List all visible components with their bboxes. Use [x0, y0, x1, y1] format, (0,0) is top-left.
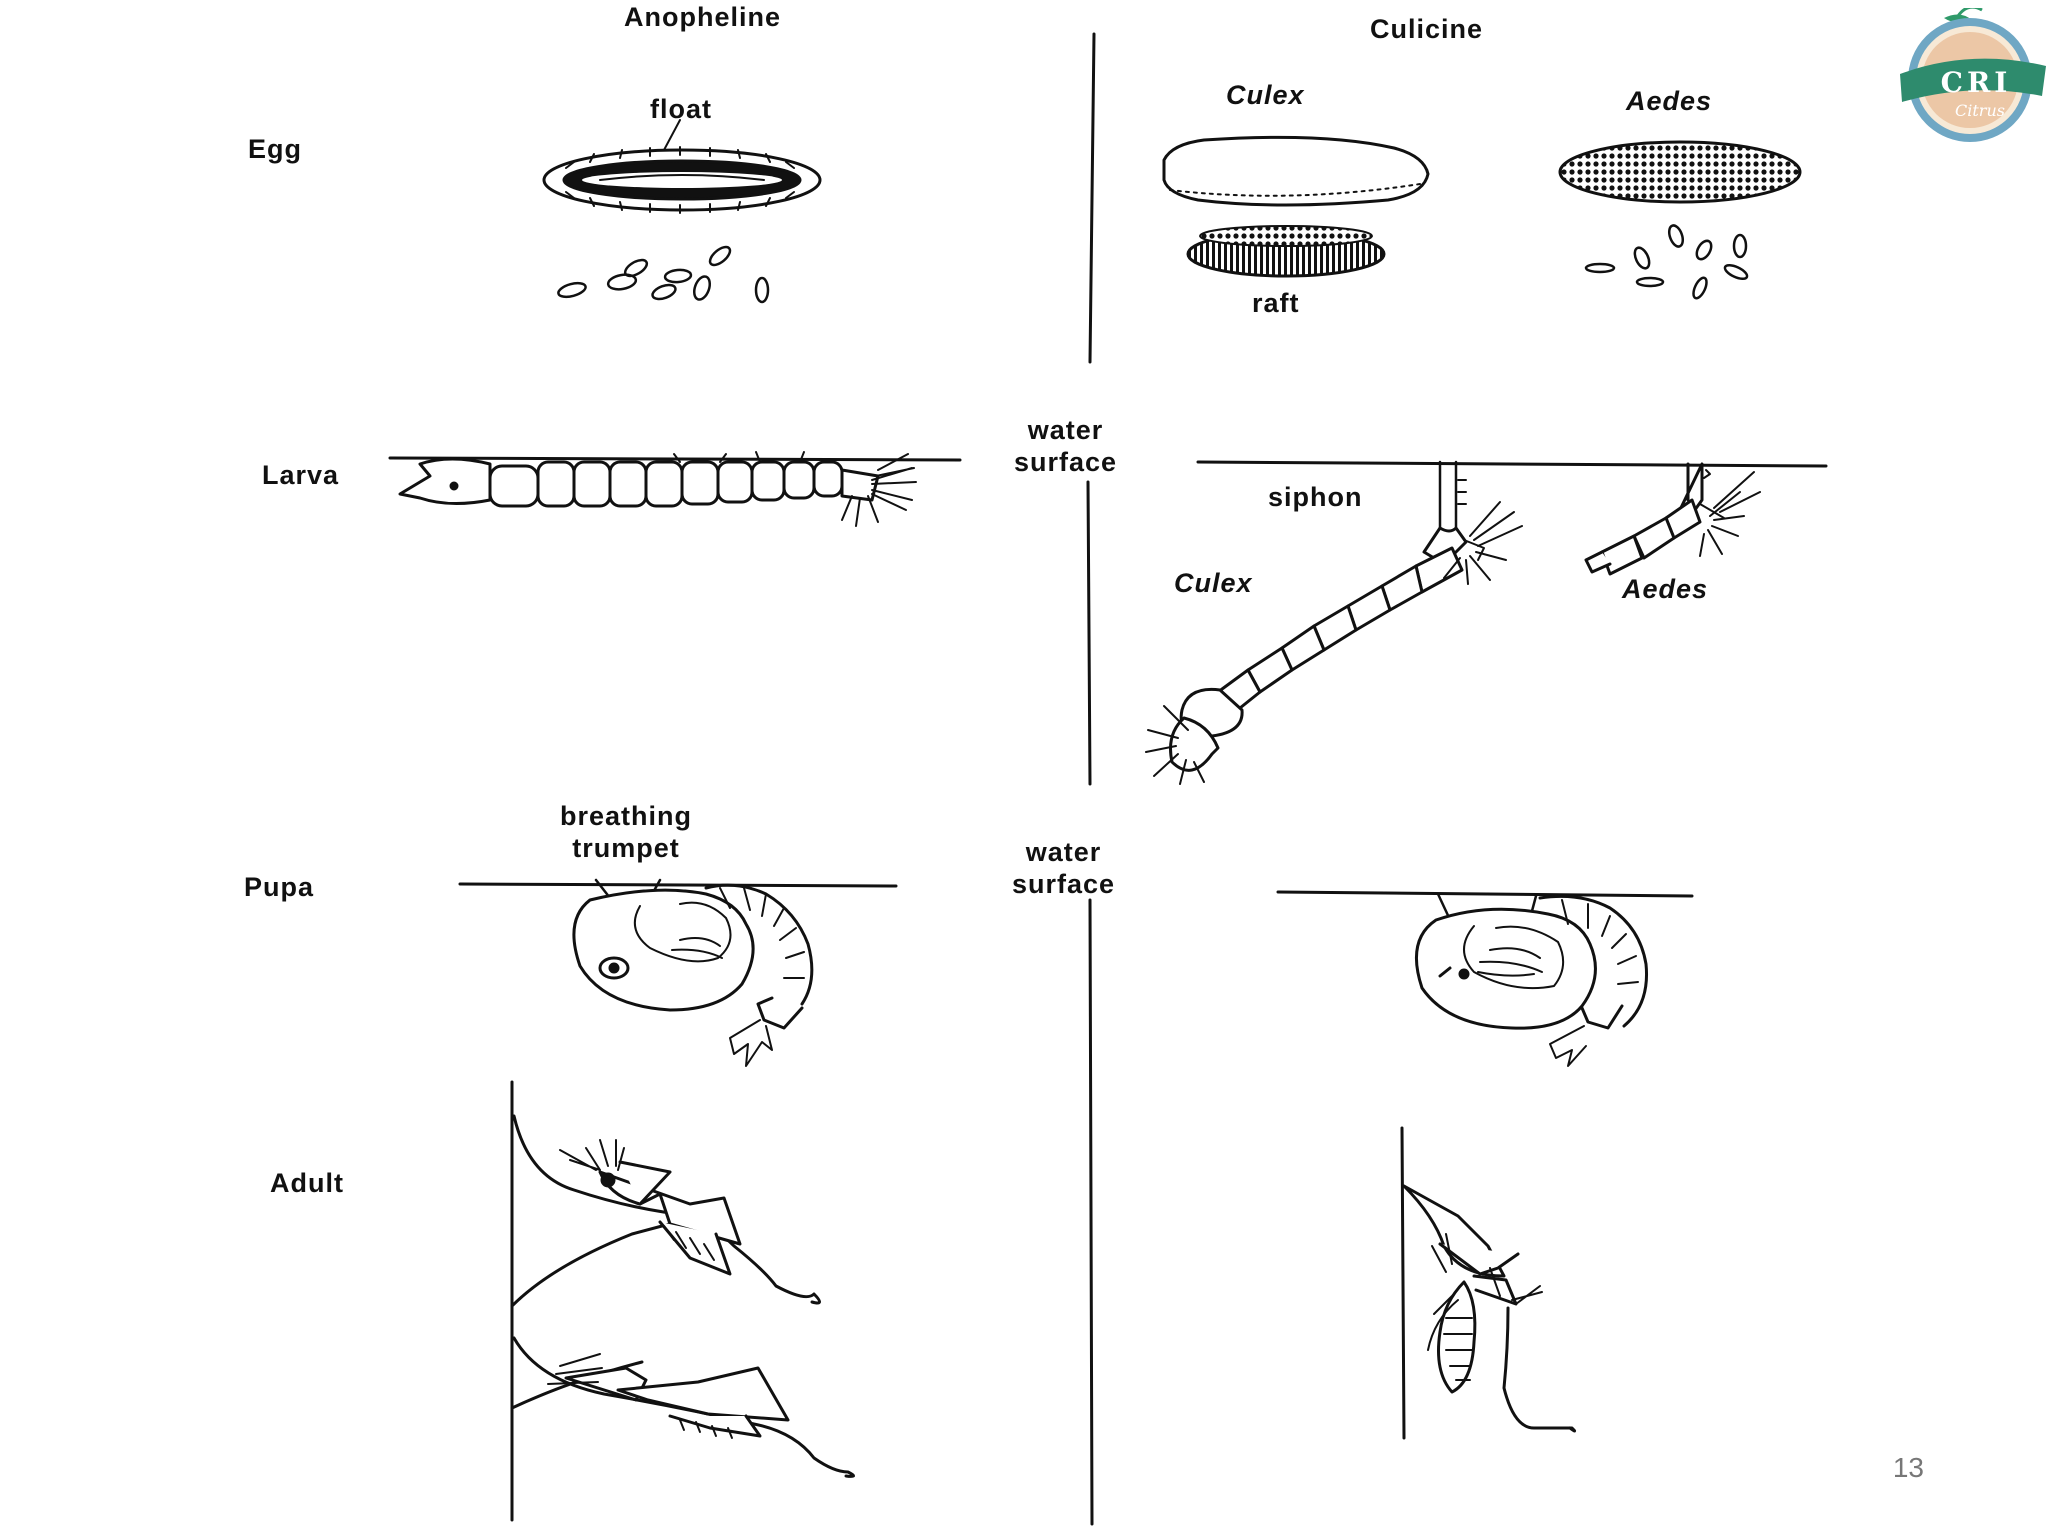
aedes-larva [1584, 462, 1761, 576]
breathing-trumpet-label: breathing trumpet [560, 800, 692, 864]
culex-egg [1162, 135, 1430, 207]
anopheline-eggs-scattered [557, 245, 770, 304]
culicine-pupa [1276, 890, 1694, 1067]
column-title-culicine: Culicine [1370, 14, 1484, 44]
logo-graphic: CRI Citrus [1900, 5, 2046, 142]
anopheline-larva [388, 451, 962, 527]
logo-subtext: Citrus [1955, 101, 2005, 120]
anopheline-adult-lower [510, 1336, 855, 1478]
water-surface-label-pupa: water surface [1012, 836, 1115, 900]
column-title-anopheline: Anopheline [624, 2, 781, 32]
raft-label: raft [1252, 288, 1300, 318]
stage-label-pupa: Pupa [244, 872, 315, 902]
culicine-adult [1400, 1126, 1577, 1440]
breathing-line2: trumpet [572, 833, 680, 863]
siphon-label: siphon [1268, 482, 1363, 512]
water-surface-line1: water [1027, 415, 1104, 445]
logo-text: CRI [1941, 66, 2012, 99]
larva-aedes-label: Aedes [1622, 574, 1709, 604]
larva-culex-label: Culex [1174, 568, 1253, 598]
anopheline-pupa [458, 878, 898, 1067]
float-label: float [650, 94, 712, 124]
water-surface-label-larva: water surface [1014, 414, 1117, 478]
culex-raft [1186, 225, 1386, 278]
egg-aedes-label: Aedes [1626, 86, 1713, 116]
slide-page-number: 13 [1892, 1452, 1924, 1483]
water-surface-line2: surface [1012, 869, 1116, 899]
stage-label-larva: Larva [262, 460, 340, 490]
anopheline-egg [542, 119, 822, 214]
stage-label-adult: Adult [270, 1168, 344, 1198]
cri-citrus-logo: CRI Citrus [1898, 5, 2048, 144]
water-surface-line2: surface [1014, 447, 1118, 477]
anopheline-adult-upper [510, 1114, 821, 1308]
divider-top [1088, 32, 1096, 364]
breathing-line1: breathing [560, 801, 693, 831]
divider-larva [1086, 480, 1092, 786]
aedes-egg [1558, 140, 1802, 204]
stage-label-egg: Egg [248, 134, 302, 164]
aedes-eggs-scattered [1584, 224, 1749, 300]
egg-culex-label: Culex [1226, 80, 1305, 110]
culex-larva [1145, 460, 1828, 785]
water-surface-line1: water [1025, 837, 1102, 867]
divider-pupa-adult [1088, 898, 1094, 1526]
